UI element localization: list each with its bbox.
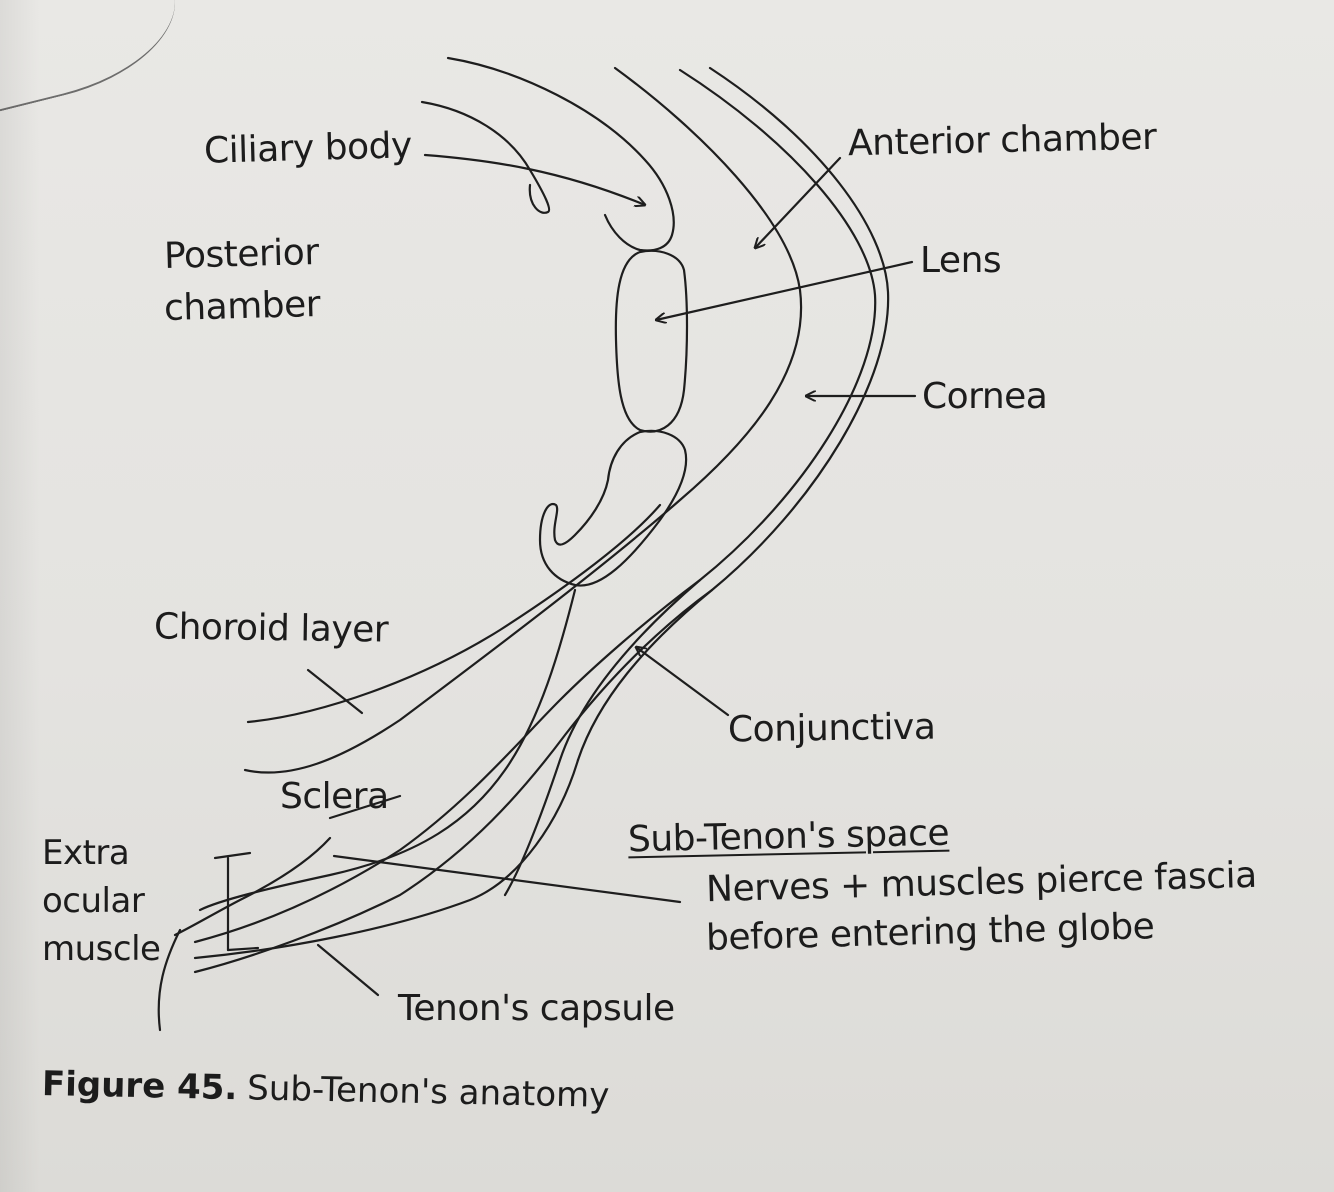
sub-tenon-bracket-bottom xyxy=(226,946,260,952)
label-tenon-capsule: Tenon's capsule xyxy=(398,988,675,1029)
label-ciliary-body: Ciliary body xyxy=(203,125,413,172)
figure-number: Figure 45. xyxy=(41,1064,238,1109)
label-extra-ocular-line1: Extra xyxy=(42,833,130,873)
cornea-outer-line xyxy=(503,68,877,897)
extra-ocular-muscle-upper xyxy=(198,588,577,912)
label-lens: Lens xyxy=(920,240,1002,281)
label-choroid-layer: Choroid layer xyxy=(153,606,389,651)
tenon-capsule-outer xyxy=(193,578,702,944)
label-posterior-chamber-line1: Posterior xyxy=(163,231,320,278)
label-extra-ocular-line3: muscle xyxy=(42,929,161,969)
iris-upper xyxy=(446,56,675,252)
leader-choroid-layer xyxy=(306,668,364,715)
leader-tenon-capsule xyxy=(316,943,380,997)
muscle-hook xyxy=(157,928,182,1032)
label-sclera: Sclera xyxy=(280,776,389,817)
cornea-inner-line xyxy=(576,66,890,762)
label-posterior-chamber-line2: chamber xyxy=(163,283,321,330)
arrow-anterior-chamber xyxy=(755,156,842,248)
arrow-lens xyxy=(656,260,914,320)
arrow-conjunctiva xyxy=(636,647,730,717)
label-conjunctiva: Conjunctiva xyxy=(727,706,936,751)
page-gutter-shadow xyxy=(0,0,40,1192)
label-sub-tenon-space: Sub-Tenon's space xyxy=(627,812,950,861)
label-cornea: Cornea xyxy=(922,376,1048,417)
sub-tenon-bracket-top xyxy=(213,851,252,860)
sclera-outer-curve xyxy=(246,503,662,724)
leader-nerves xyxy=(332,854,682,904)
ciliary-body-upper xyxy=(420,100,551,214)
label-extra-ocular-line2: ocular xyxy=(42,881,145,921)
sclera-inner-curve xyxy=(243,66,803,774)
lens-outline xyxy=(614,249,689,433)
conjunctiva-line-b xyxy=(193,588,714,974)
arrow-ciliary-body xyxy=(423,153,645,205)
extra-ocular-muscle-lower xyxy=(173,836,332,937)
label-anterior-chamber: Anterior chamber xyxy=(847,116,1157,165)
figure-title: Sub-Tenon's anatomy xyxy=(246,1068,610,1116)
iris-lower xyxy=(538,429,688,587)
leader-sclera xyxy=(328,794,402,820)
